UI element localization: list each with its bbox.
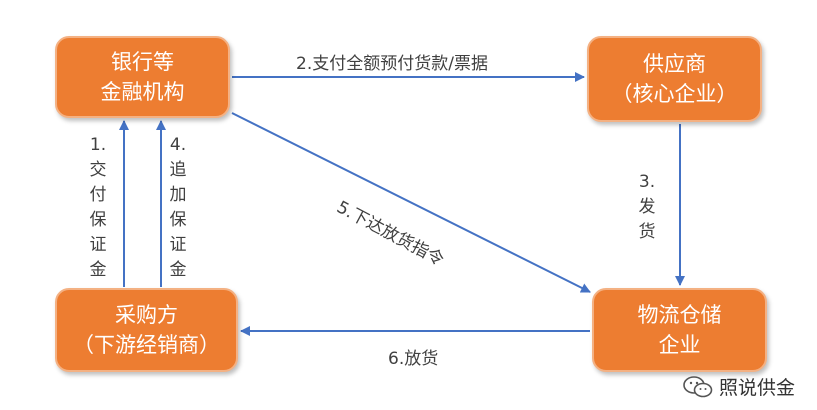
node-logistics-line1: 物流仓储 [637, 303, 722, 327]
wechat-icon [683, 375, 713, 397]
edge-label-deposit-char: 证 [89, 235, 107, 255]
node-supplier-line2: （核心企业） [611, 82, 738, 106]
edge-label-additional-deposit-char: 追 [169, 160, 187, 180]
node-supplier-line1: 供应商 [643, 52, 706, 76]
edge-label-additional-deposit-char: 证 [169, 235, 187, 255]
watermark-text: 照说供金 [718, 377, 795, 399]
edge-label-deposit: 1. 交 付 保 证 金 [87, 133, 109, 283]
edge-label-ship: 3. 发 货 [636, 170, 658, 245]
node-bank-line2: 金融机构 [100, 80, 185, 104]
edge-label-additional-deposit-char: 金 [169, 260, 187, 280]
edge-label-deposit-char: 保 [89, 210, 107, 230]
edge-label-deposit-char: 1. [89, 135, 107, 155]
node-buyer-line2: （下游经销商） [73, 333, 220, 357]
node-logistics: 物流仓储 企业 [592, 288, 767, 372]
arrow-bank-to-logistics [231, 112, 591, 293]
watermark: 照说供金 [683, 373, 795, 400]
node-buyer: 采购方 （下游经销商） [55, 288, 238, 372]
node-bank: 银行等 金融机构 [55, 36, 230, 118]
edge-label-additional-deposit-char: 保 [169, 210, 187, 230]
node-bank-line1: 银行等 [111, 50, 174, 74]
edge-label-ship-char: 发 [638, 197, 656, 217]
edge-label-deposit-char: 金 [89, 260, 107, 280]
node-buyer-line1: 采购方 [115, 303, 178, 327]
edge-label-deposit-char: 交 [89, 160, 107, 180]
edge-label-deposit-char: 付 [89, 185, 107, 205]
edge-label-additional-deposit: 4. 追 加 保 证 金 [167, 133, 189, 283]
edge-label-release-goods: 6.放货 [388, 349, 439, 369]
edge-label-additional-deposit-char: 4. [169, 135, 187, 155]
node-logistics-line2: 企业 [658, 333, 701, 357]
edge-label-payment: 2.支付全额预付货款/票据 [296, 54, 488, 74]
node-supplier: 供应商 （核心企业） [587, 36, 762, 122]
edge-label-ship-char: 货 [638, 222, 656, 242]
edge-label-additional-deposit-char: 加 [169, 185, 187, 205]
edge-label-ship-char: 3. [638, 172, 656, 192]
